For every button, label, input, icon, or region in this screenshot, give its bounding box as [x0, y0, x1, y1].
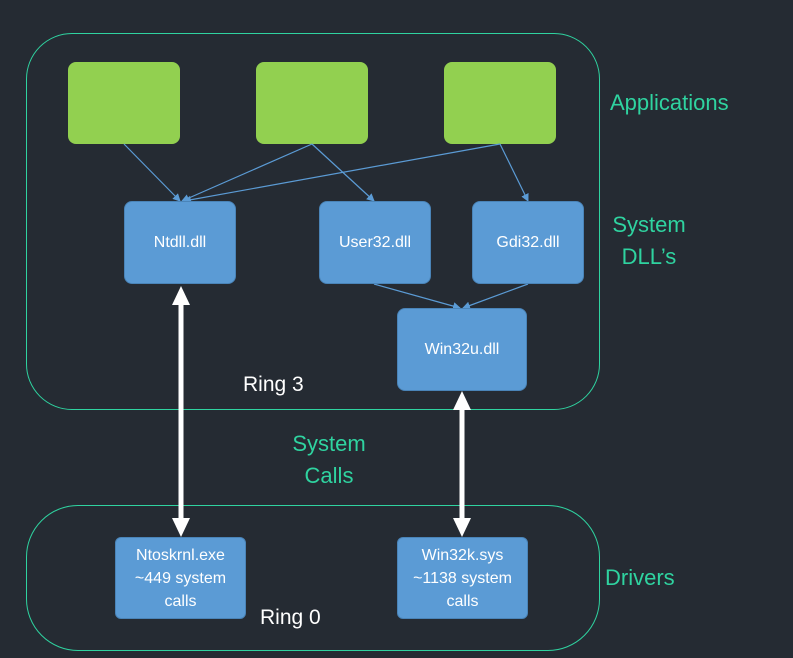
win32u-label: Win32u.dll — [424, 340, 500, 358]
user32-label: User32.dll — [338, 233, 412, 251]
drivers-label: Drivers — [605, 565, 675, 590]
ring3-boundary — [26, 33, 600, 410]
user32-box: User32.dll — [319, 201, 431, 284]
win32u-box: Win32u.dll — [397, 308, 527, 391]
ntdll-label: Ntdll.dll — [153, 233, 207, 251]
gdi32-box: Gdi32.dll — [472, 201, 584, 284]
applications-label: Applications — [610, 90, 729, 115]
system-calls-line2: Calls — [304, 463, 354, 488]
application-box-3 — [444, 62, 556, 144]
system-calls-label: System Calls — [279, 428, 379, 492]
ntdll-box: Ntdll.dll — [124, 201, 236, 284]
win32k-unit: calls — [446, 592, 479, 610]
system-dlls-label: System DLL’s — [600, 209, 698, 273]
win32k-name: Win32k.sys — [421, 546, 504, 564]
ring0-label: Ring 0 — [260, 606, 321, 629]
application-box-1 — [68, 62, 180, 144]
win32k-count: ~1138 system — [413, 569, 512, 587]
ring0-boundary — [26, 505, 600, 651]
system-dlls-line1: System — [612, 212, 686, 237]
ntoskrnl-count: ~449 system — [134, 569, 227, 587]
win32k-box: Win32k.sys ~1138 system calls — [397, 537, 528, 619]
ntoskrnl-unit: calls — [164, 592, 197, 610]
ntoskrnl-name: Ntoskrnl.exe — [136, 546, 225, 564]
system-calls-line1: System — [292, 431, 366, 456]
application-box-2 — [256, 62, 368, 144]
system-dlls-line2: DLL’s — [621, 244, 677, 269]
gdi32-label: Gdi32.dll — [496, 233, 560, 251]
ring3-label: Ring 3 — [243, 373, 304, 396]
ntoskrnl-box: Ntoskrnl.exe ~449 system calls — [115, 537, 246, 619]
